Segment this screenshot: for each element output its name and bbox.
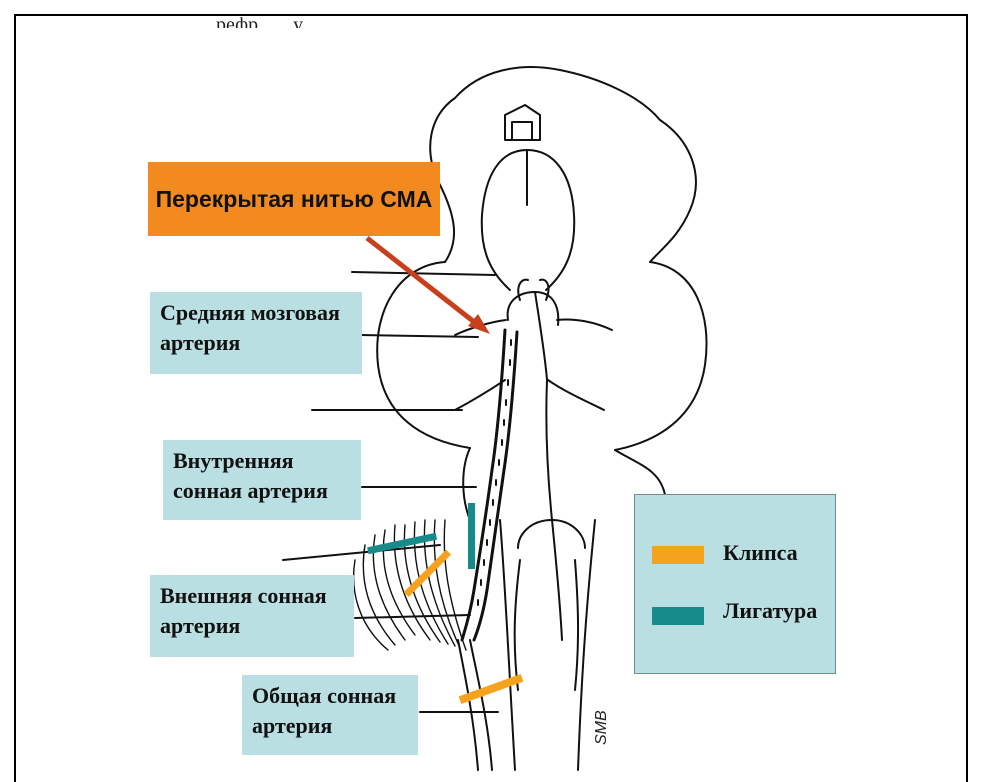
frontal-lobe-right <box>527 150 574 290</box>
pointer-line-6 <box>355 615 470 618</box>
legend-label-clip: Клипса <box>723 540 798 566</box>
label-line: Внешняя сонная <box>160 581 344 611</box>
frontal-lobe-left <box>482 150 527 290</box>
ligature-mark-eca <box>367 533 437 554</box>
label-external-carotid-artery: Внешняя сонная артерия <box>150 575 354 657</box>
brainstem-left <box>500 520 515 770</box>
legend: Клипса Лигатура <box>634 494 836 674</box>
artist-signature: SMB <box>593 710 610 745</box>
label-line: сонная артерия <box>173 476 351 506</box>
pointer-line-5 <box>283 545 440 560</box>
clip-mark-eca <box>404 550 451 597</box>
label-internal-carotid-artery: Внутренняя сонная артерия <box>163 440 361 520</box>
label-line: артерия <box>252 711 408 741</box>
basilar-artery <box>546 380 562 640</box>
label-line: Средняя мозговая <box>160 298 352 328</box>
ligature-mark-ica <box>468 503 475 569</box>
circle-of-willis <box>508 292 559 325</box>
internal-carotid-artery <box>462 330 505 640</box>
callout-arrow <box>367 238 490 334</box>
label-line: Общая сонная <box>252 681 408 711</box>
legend-swatch-ligature <box>652 607 704 625</box>
legend-swatch-clip <box>652 546 704 564</box>
occluded-mca-callout: Перекрытая нитью СМА <box>148 162 440 236</box>
label-line: артерия <box>160 611 344 641</box>
label-middle-cerebral-artery: Средняя мозговая артерия <box>150 292 362 374</box>
hemisphere-left <box>377 262 470 448</box>
label-line: артерия <box>160 328 352 358</box>
brain-outline-top <box>455 67 660 120</box>
common-carotid-artery <box>470 640 492 770</box>
brain-outline-right <box>650 120 696 262</box>
mca-right-branch <box>557 319 612 330</box>
hemisphere-right <box>615 262 707 450</box>
legend-label-ligature: Лигатура <box>723 598 817 624</box>
pointer-line-1 <box>352 272 495 275</box>
label-line: Внутренняя <box>173 446 351 476</box>
label-common-carotid-artery: Общая сонная артерия <box>242 675 418 755</box>
